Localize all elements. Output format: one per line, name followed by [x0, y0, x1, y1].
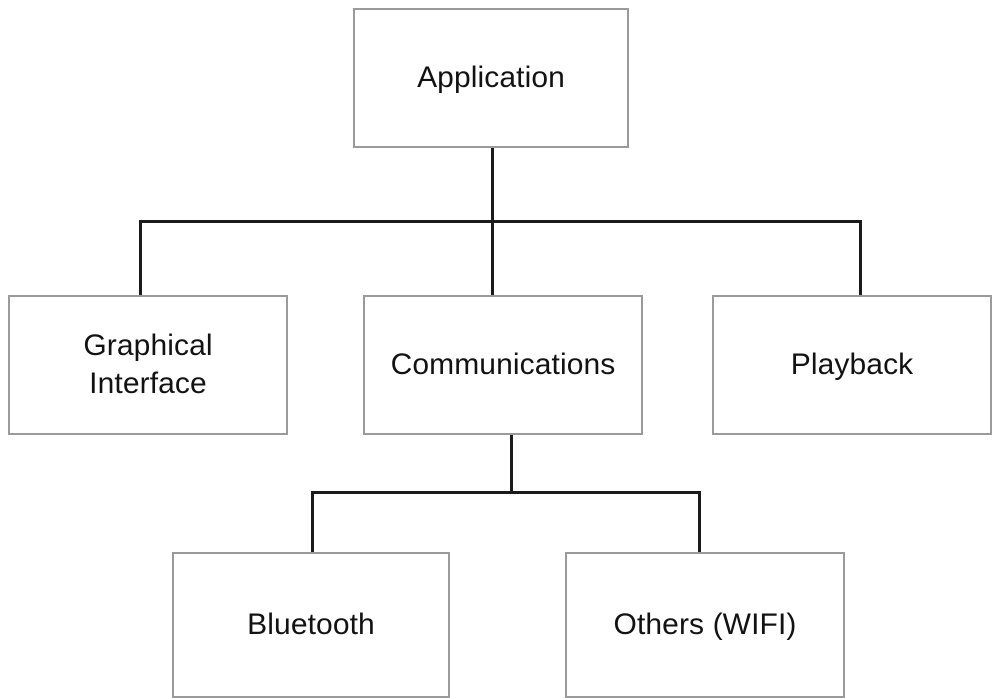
connector-drop-communications — [491, 220, 494, 296]
node-communications-label: Communications — [390, 347, 616, 381]
node-playback-label: Playback — [790, 347, 914, 381]
node-application[interactable]: Application — [353, 8, 629, 148]
connector-bus-level-1 — [139, 220, 862, 223]
node-playback[interactable]: Playback — [712, 295, 992, 435]
connector-application-stem — [491, 148, 494, 222]
connector-communications-stem — [510, 435, 513, 493]
node-bluetooth[interactable]: Bluetooth — [172, 552, 450, 698]
connector-drop-bluetooth — [311, 491, 314, 553]
node-communications[interactable]: Communications — [363, 295, 643, 435]
node-others-wifi-label: Others (WIFI) — [613, 607, 797, 641]
connector-drop-playback — [859, 220, 862, 296]
node-graphical-interface[interactable]: Graphical Interface — [8, 295, 288, 435]
node-graphical-interface-label: Graphical Interface — [83, 328, 213, 400]
node-bluetooth-label: Bluetooth — [247, 607, 375, 641]
connector-drop-graphical-interface — [139, 220, 142, 296]
connector-bus-level-2 — [311, 491, 701, 494]
node-others-wifi[interactable]: Others (WIFI) — [565, 552, 845, 698]
node-application-label: Application — [417, 60, 565, 94]
connector-drop-others-wifi — [698, 491, 701, 553]
